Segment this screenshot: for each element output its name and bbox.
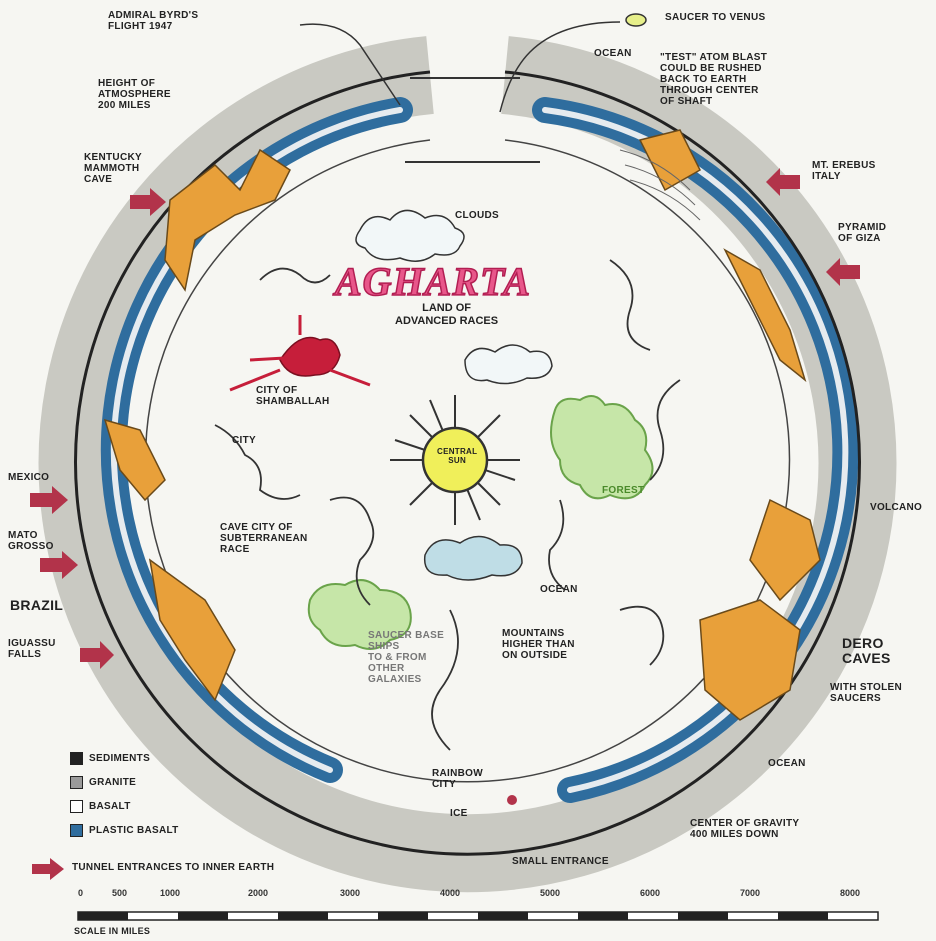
label-mato-grosso: MATO GROSSO [8, 530, 54, 552]
legend-label: BASALT [89, 801, 131, 812]
label-stolen-saucers: WITH STOLEN SAUCERS [830, 682, 903, 704]
scale-tick: 500 [112, 888, 128, 898]
scale-tick: 6000 [640, 888, 661, 898]
legend-swatch [70, 752, 83, 765]
scale-tick: 3000 [340, 888, 361, 898]
legend-item-granite: GRANITE [70, 776, 136, 789]
label-city: CITY [232, 435, 256, 446]
scale-segment [178, 912, 228, 920]
legend-item-basalt: BASALT [70, 800, 131, 813]
scale-tick: 2000 [248, 888, 269, 898]
cloud-lower [423, 535, 523, 581]
label-center-gravity: CENTER OF GRAVITY 400 MILES DOWN [690, 818, 800, 840]
central-sun-label: CENTRAL SUN [437, 447, 478, 465]
clouds [355, 209, 553, 581]
scale-ticks: 0 500 1000 2000 3000 4000 5000 6000 7000… [78, 888, 878, 904]
scale-segment [378, 912, 428, 920]
agharta-subtitle: LAND OF ADVANCED RACES [395, 302, 499, 327]
scale-tick: 4000 [440, 888, 461, 898]
label-clouds: CLOUDS [455, 210, 500, 221]
label-mt-erebus: MT. EREBUS ITALY [812, 160, 876, 182]
label-mountains: MOUNTAINS HIGHER THAN ON OUTSIDE [502, 628, 575, 661]
label-height-atmosphere: HEIGHT OF ATMOSPHERE 200 MILES [98, 78, 171, 111]
label-saucer-base: SAUCER BASE SHIPS TO & FROM OTHER GALAXI… [368, 630, 445, 685]
label-small-entrance: SMALL ENTRANCE [512, 856, 609, 867]
cloud-top [355, 209, 465, 262]
label-cave-city: CAVE CITY OF SUBTERRANEAN RACE [220, 522, 308, 555]
legend-item-plastic-basalt: PLASTIC BASALT [70, 824, 179, 837]
rainbow-city-marker [507, 795, 517, 805]
scale-bar [77, 911, 879, 921]
label-volcano: VOLCANO [870, 502, 923, 513]
tunnel-arrows [30, 168, 860, 880]
legend-swatch [70, 824, 83, 837]
legend-swatch [70, 800, 83, 813]
agharta-title: AGHARTA [334, 258, 531, 305]
forest-left [307, 579, 412, 650]
label-iguassu-falls: IGUASSU FALLS [8, 638, 56, 660]
scale-tick: 5000 [540, 888, 561, 898]
scale-tick: 7000 [740, 888, 761, 898]
label-ocean-outer: OCEAN [768, 758, 806, 769]
terrain-lines [214, 259, 681, 751]
central-sun [390, 395, 520, 525]
scale-segment [78, 912, 128, 920]
magma-veins [103, 129, 821, 721]
label-test-atom-blast: "TEST" ATOM BLAST COULD BE RUSHED BACK T… [660, 52, 768, 107]
label-ocean-inner: OCEAN [540, 584, 578, 595]
legend-item-sediments: SEDIMENTS [70, 752, 150, 765]
label-rainbow-city: RAINBOW CITY [432, 768, 483, 790]
label-dero-caves: DERO CAVES [842, 635, 891, 666]
label-shamballah: CITY OF SHAMBALLAH [256, 385, 330, 407]
city-of-shamballah [229, 315, 371, 392]
scale-label: SCALE IN MILES [74, 926, 151, 936]
cloud-mid [464, 344, 553, 385]
saucer-icon [625, 13, 647, 27]
legend-label: GRANITE [89, 777, 137, 788]
scale-segment [778, 912, 828, 920]
label-saucer-venus: SAUCER TO VENUS [665, 12, 766, 23]
label-ocean-top: OCEAN [594, 48, 632, 59]
legend-label: SEDIMENTS [89, 753, 151, 764]
label-brazil: BRAZIL [10, 597, 64, 613]
scale-tick: 0 [78, 888, 84, 898]
legend-swatch [70, 776, 83, 789]
scale-segment [278, 912, 328, 920]
label-pyramid: PYRAMID OF GIZA [838, 222, 887, 244]
legend-tunnel-label: TUNNEL ENTRANCES TO INNER EARTH [72, 862, 275, 873]
label-forest: FOREST [602, 485, 645, 496]
forest-right [550, 395, 654, 500]
label-kentucky-cave: KENTUCKY MAMMOTH CAVE [84, 152, 142, 185]
label-admiral-byrd: ADMIRAL BYRD'S FLIGHT 1947 [108, 10, 199, 32]
scale-segment [578, 912, 628, 920]
label-ice: ICE [450, 808, 468, 819]
scale-segment [478, 912, 528, 920]
label-mexico: MEXICO [8, 472, 50, 483]
scale-segment [678, 912, 728, 920]
scale-tick: 1000 [160, 888, 181, 898]
scale-tick: 8000 [840, 888, 861, 898]
polar-shaft-lines [619, 149, 701, 221]
legend-label: PLASTIC BASALT [89, 825, 179, 836]
forests [307, 395, 654, 650]
